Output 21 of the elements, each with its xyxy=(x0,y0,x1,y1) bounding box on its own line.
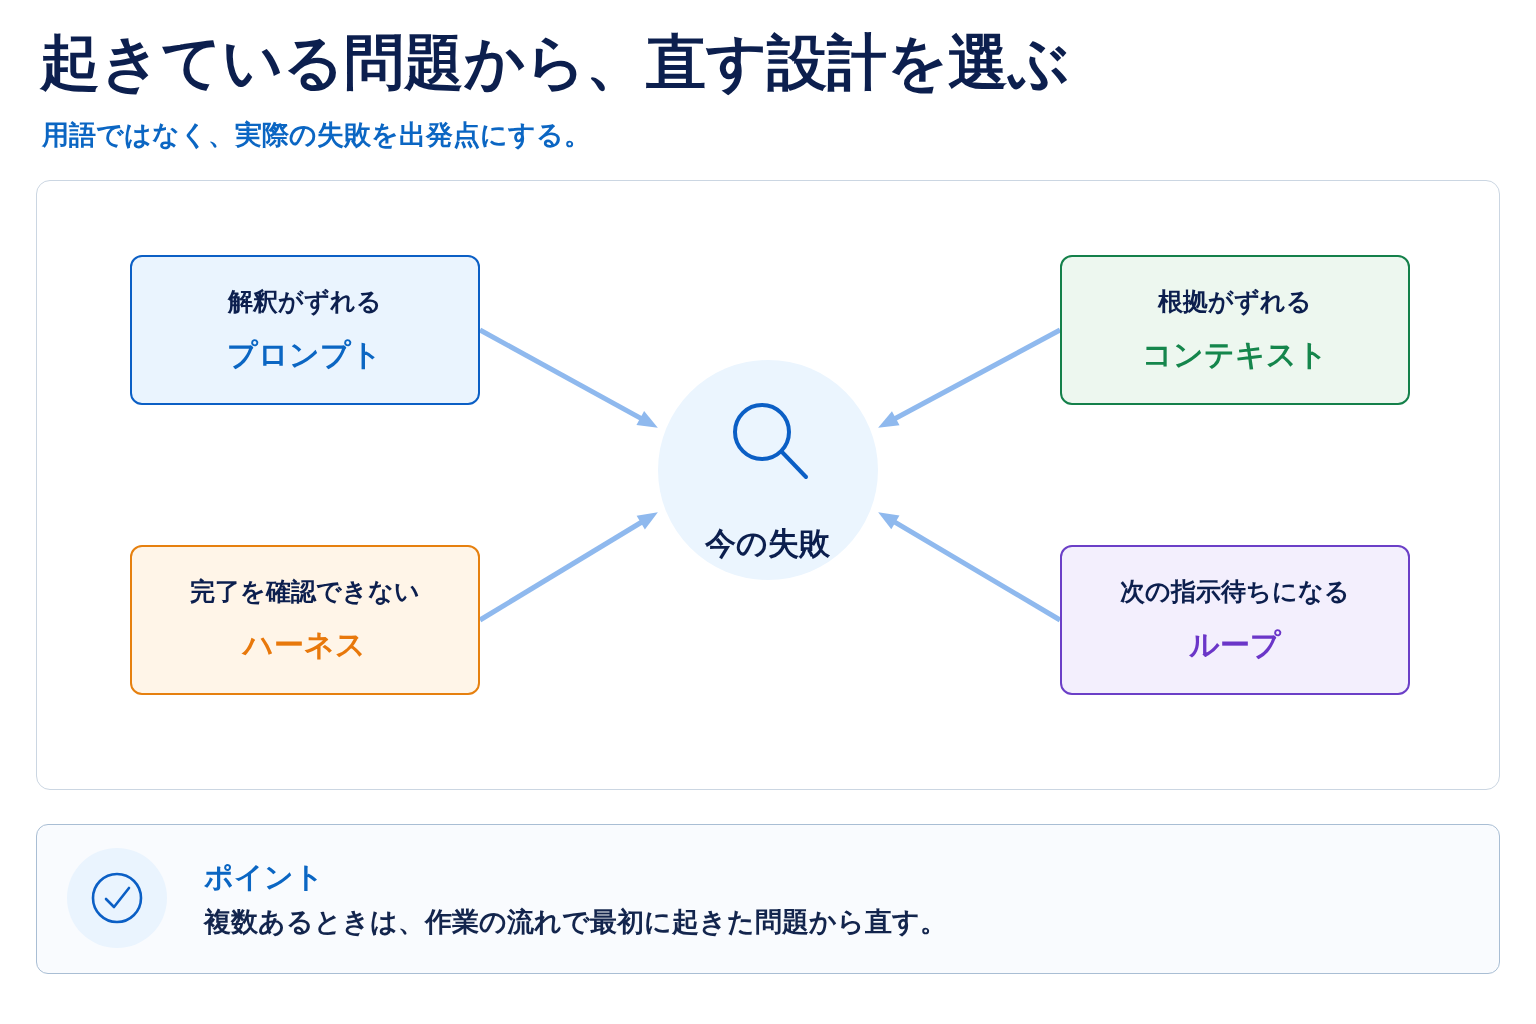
category-label: コンテキスト xyxy=(1141,335,1328,374)
note-box xyxy=(36,824,1500,974)
arrow xyxy=(478,327,658,428)
category-label: ハーネス xyxy=(243,625,366,664)
body-text: 複数あるときは、作業の流れで最初に起きた問題から直す。 xyxy=(204,905,947,939)
diagram-panel xyxy=(36,180,1500,790)
category-box xyxy=(129,544,480,695)
title: 起きている問題から、直す設計を選ぶ xyxy=(40,26,1069,98)
category-label: プロンプト xyxy=(227,335,382,374)
category-label: ループ xyxy=(1188,625,1281,664)
arrow xyxy=(478,512,658,623)
problem-text: 根拠がずれる xyxy=(1157,285,1312,318)
problem-text: 完了を確認できない xyxy=(189,575,420,608)
heading: ポイント xyxy=(204,859,324,895)
node-label: 今の失敗 xyxy=(705,523,830,562)
category-box xyxy=(129,254,480,405)
category-box xyxy=(1059,544,1410,695)
category-box xyxy=(1059,254,1410,405)
problem-text: 解釈がずれる xyxy=(227,285,382,318)
problem-text: 次の指示待ちになる xyxy=(1119,575,1350,608)
subtitle: 用語ではなく、実際の失敗を出発点にする。 xyxy=(42,118,591,152)
